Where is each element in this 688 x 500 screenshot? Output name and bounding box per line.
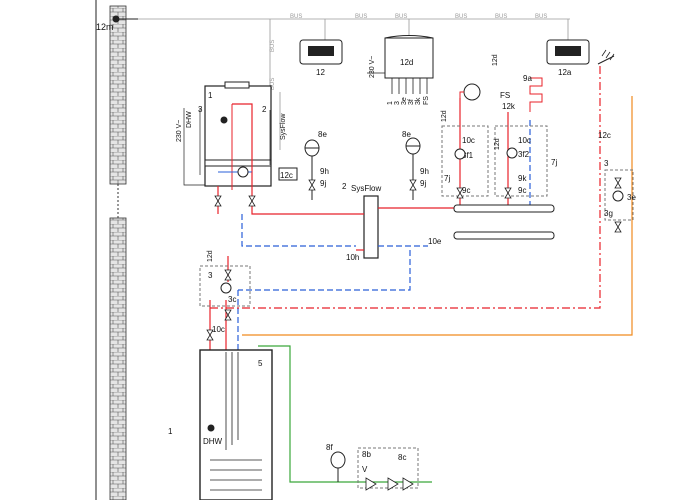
svg-text:1: 1: [387, 101, 394, 105]
svg-text:12c: 12c: [598, 131, 611, 140]
svg-text:7j: 7j: [444, 174, 450, 183]
svg-text:9c: 9c: [462, 186, 470, 195]
bus-wiring: [138, 18, 570, 150]
svg-text:12d: 12d: [400, 58, 413, 67]
svg-text:3e: 3e: [627, 193, 636, 202]
bus-labels: BUS BUS BUS BUS BUS BUS BUS BUS: [270, 14, 547, 90]
solar-pump-group: 3e 3g 3 12c: [598, 131, 636, 221]
label-12m: 12m: [96, 22, 114, 32]
terminal-labels-12d: 1 3 3e 3f 3k FS 230 V~: [369, 56, 430, 105]
svg-text:BUS: BUS: [270, 40, 276, 52]
svg-text:2: 2: [262, 105, 267, 114]
svg-text:1: 1: [208, 91, 213, 100]
svg-text:9h: 9h: [420, 167, 429, 176]
svg-text:9h: 9h: [320, 167, 329, 176]
svg-text:12d: 12d: [494, 138, 501, 150]
svg-text:10c: 10c: [462, 136, 475, 145]
manifold-flow: [453, 204, 555, 213]
solar-collector-sensor: [597, 49, 615, 65]
svg-text:3e: 3e: [401, 97, 408, 105]
svg-text:DHW: DHW: [203, 437, 223, 446]
svg-text:3: 3: [198, 105, 203, 114]
svg-text:230 V~: 230 V~: [176, 120, 183, 142]
room-controller-12: 12: [299, 39, 343, 77]
brick-wall-lower: [109, 217, 127, 500]
module-12c-boiler: 12c: [278, 167, 298, 181]
radiator-circuit-1: [459, 83, 481, 101]
boiler-wiring: [183, 108, 271, 186]
return-pipes: [237, 120, 531, 350]
svg-text:5: 5: [258, 359, 263, 368]
svg-text:SysFlow: SysFlow: [280, 113, 287, 140]
svg-text:FS: FS: [500, 91, 510, 100]
outdoor-sensor-12m: 12m: [96, 15, 138, 32]
svg-text:3: 3: [208, 271, 213, 280]
svg-text:12d: 12d: [207, 250, 214, 262]
svg-text:10c: 10c: [518, 136, 531, 145]
svg-text:12d: 12d: [492, 54, 499, 66]
svg-text:3f1: 3f1: [462, 151, 474, 160]
svg-text:BUS: BUS: [270, 78, 276, 90]
svg-text:230 V~: 230 V~: [369, 56, 376, 78]
svg-text:12c: 12c: [280, 171, 293, 180]
svg-text:12: 12: [316, 68, 325, 77]
underfloor-circuit-2: 9a FS 12k 12d: [492, 54, 543, 112]
expansion-vessel-8e-left: 8e 9h 9j: [304, 130, 329, 200]
svg-text:9a: 9a: [523, 74, 532, 83]
svg-text:8e: 8e: [402, 130, 411, 139]
svg-text:10c: 10c: [212, 325, 225, 334]
room-controller-12a: 12a: [546, 39, 590, 77]
svg-text:9j: 9j: [420, 179, 426, 188]
svg-text:3: 3: [604, 159, 609, 168]
svg-text:SysFlow: SysFlow: [351, 184, 381, 193]
control-module-12d: 12d: [367, 35, 434, 94]
svg-text:DHW: DHW: [186, 111, 193, 128]
svg-text:8f: 8f: [326, 443, 333, 452]
svg-text:FS: FS: [423, 96, 430, 105]
svg-text:12d: 12d: [441, 110, 448, 122]
valve-markers: [206, 177, 622, 491]
solar-return-pipe: [210, 66, 601, 309]
svg-text:8e: 8e: [318, 130, 327, 139]
svg-text:3: 3: [394, 101, 401, 105]
svg-text:8b: 8b: [362, 450, 371, 459]
svg-text:8c: 8c: [398, 453, 406, 462]
svg-text:10h: 10h: [346, 253, 359, 262]
svg-text:9c: 9c: [518, 186, 526, 195]
heating-circuit-1-box: 10c 3f1 7j 9c: [441, 125, 489, 197]
hydraulic-separator-10h: 10h SysFlow 2: [342, 182, 381, 262]
svg-text:3c: 3c: [228, 295, 236, 304]
dhw-pump-3c: 3c 3 12d: [199, 250, 251, 307]
svg-text:BUS: BUS: [535, 14, 547, 20]
cold-water-pipes: [258, 345, 432, 483]
svg-text:BUS: BUS: [395, 14, 407, 20]
svg-text:12a: 12a: [558, 68, 572, 77]
svg-text:3f2: 3f2: [518, 150, 530, 159]
svg-text:3g: 3g: [604, 209, 613, 218]
brick-wall-upper: [109, 5, 127, 185]
svg-text:V: V: [362, 465, 368, 474]
svg-text:7j: 7j: [551, 158, 557, 167]
svg-text:12k: 12k: [502, 102, 516, 111]
svg-text:BUS: BUS: [455, 14, 467, 20]
svg-text:9k: 9k: [518, 174, 527, 183]
manifold-return: [453, 231, 555, 240]
svg-text:9j: 9j: [320, 179, 326, 188]
boiler-unit: 1 2: [204, 81, 272, 190]
svg-text:10e: 10e: [428, 237, 442, 246]
dhw-cylinder: DHW 5 1: [168, 349, 273, 500]
heating-circuit-2-box: 10c 3f2 7j 9k 9c: [494, 125, 557, 197]
svg-text:3f: 3f: [408, 99, 415, 105]
svg-text:BUS: BUS: [355, 14, 367, 20]
svg-text:2: 2: [342, 182, 347, 191]
expansion-vessel-8e-right: 8e 9h 9j: [402, 130, 429, 200]
expansion-vessel-8f: 8f: [326, 443, 346, 482]
svg-text:BUS: BUS: [290, 14, 302, 20]
svg-text:3k: 3k: [415, 97, 422, 105]
svg-text:1: 1: [168, 427, 173, 436]
svg-text:BUS: BUS: [495, 14, 507, 20]
solar-pipes: [242, 96, 633, 336]
